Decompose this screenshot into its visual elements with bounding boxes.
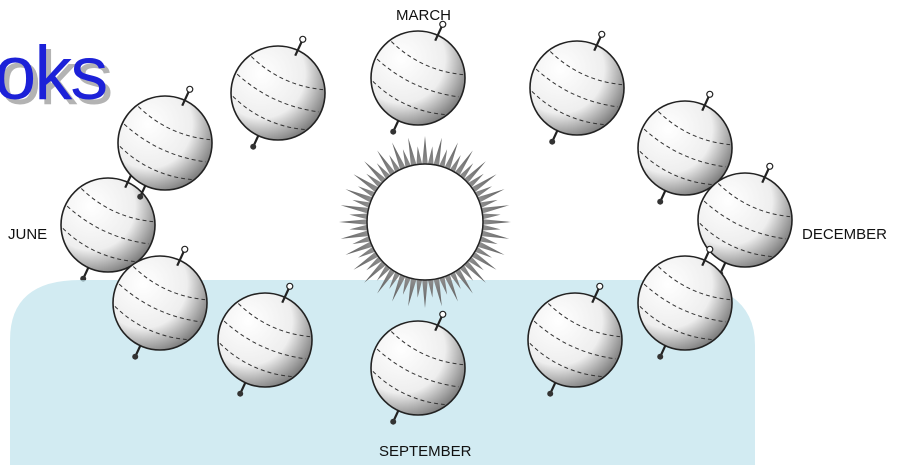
month-label-september: SEPTEMBER: [379, 443, 472, 460]
latitude-line: [639, 306, 712, 341]
earth-globe: [217, 282, 313, 397]
pole-cap-south: [390, 418, 397, 425]
latitude-line: [250, 56, 324, 91]
pole-cap-north: [186, 85, 194, 93]
pole-cap-north: [286, 282, 294, 290]
latitude-line: [717, 183, 791, 218]
latitude-line: [657, 266, 731, 301]
earth-globe: [112, 245, 208, 360]
pole-cap-south: [657, 353, 664, 360]
latitude-line: [80, 188, 154, 223]
earth-globe: [529, 30, 625, 145]
latitude-line: [237, 303, 311, 338]
latitude-line: [372, 81, 445, 116]
pole-cap-south: [137, 193, 144, 200]
latitude-line: [66, 205, 149, 245]
earth-globe: [697, 162, 793, 277]
latitude-line: [137, 106, 211, 141]
pole-cap-north: [598, 30, 606, 38]
latitude-line: [390, 41, 464, 76]
globe-body: [637, 100, 733, 196]
latitude-line: [232, 96, 305, 131]
latitude-line: [114, 306, 187, 341]
globe-body: [697, 172, 793, 268]
latitude-line: [549, 51, 623, 86]
latitude-line: [219, 343, 292, 378]
pole-cap-south: [549, 138, 556, 145]
latitude-line: [531, 91, 604, 126]
sun-disc: [366, 163, 484, 281]
latitude-line: [390, 331, 464, 366]
latitude-line: [703, 200, 786, 240]
globe-body: [637, 255, 733, 351]
title-fragment: oks: [0, 31, 108, 116]
earth-globe: [370, 310, 466, 425]
pole-cap-south: [250, 143, 257, 150]
globe-body: [112, 255, 208, 351]
pole-cap-south: [657, 198, 664, 205]
pole-cap-north: [766, 162, 774, 170]
earth-globe: [527, 282, 623, 397]
pole-cap-south: [547, 390, 554, 397]
latitude-line: [533, 320, 616, 360]
earth-globe: [60, 167, 156, 282]
globe-body: [527, 292, 623, 388]
latitude-line: [535, 68, 618, 108]
latitude-line: [639, 151, 712, 186]
earth-globe: [230, 35, 326, 150]
earth-globe: [637, 90, 733, 205]
pole-cap-north: [439, 20, 447, 28]
globe-body: [60, 177, 156, 273]
pole-cap-north: [706, 90, 714, 98]
latitude-line: [123, 123, 206, 163]
globe-body: [529, 40, 625, 136]
globe-body: [117, 95, 213, 191]
latitude-line: [657, 111, 731, 146]
latitude-line: [643, 128, 726, 168]
pole-cap-north: [596, 282, 604, 290]
month-label-december: DECEMBER: [802, 226, 888, 243]
pole-cap-south: [390, 128, 397, 135]
earth-globe: [637, 245, 733, 360]
latitude-line: [119, 146, 192, 181]
latitude-line: [643, 283, 726, 323]
latitude-line: [547, 303, 621, 338]
globe-body: [230, 45, 326, 141]
pole-cap-north: [706, 245, 714, 253]
globe-body: [370, 320, 466, 416]
month-label-june: JUNE: [8, 226, 48, 243]
latitude-line: [132, 266, 206, 301]
latitude-line: [118, 283, 201, 323]
latitude-line: [62, 228, 135, 263]
globes-back: [60, 20, 793, 282]
pole-cap-north: [299, 35, 307, 43]
month-label-march: MARCH: [396, 7, 451, 24]
sun: [339, 136, 511, 308]
latitude-line: [223, 320, 306, 360]
latitude-line: [529, 343, 602, 378]
globe-body: [370, 30, 466, 126]
latitude-line: [376, 58, 459, 98]
globe-body: [217, 292, 313, 388]
earth-globe: [370, 20, 466, 135]
latitude-line: [376, 348, 459, 388]
latitude-line: [236, 73, 319, 113]
earth-globe: [117, 85, 213, 200]
latitude-line: [372, 371, 445, 406]
latitude-line: [699, 223, 772, 258]
pole-cap-north: [181, 245, 189, 253]
globes-front: [112, 245, 733, 425]
pole-cap-north: [439, 310, 447, 318]
pole-cap-south: [132, 353, 139, 360]
pole-cap-south: [237, 390, 244, 397]
